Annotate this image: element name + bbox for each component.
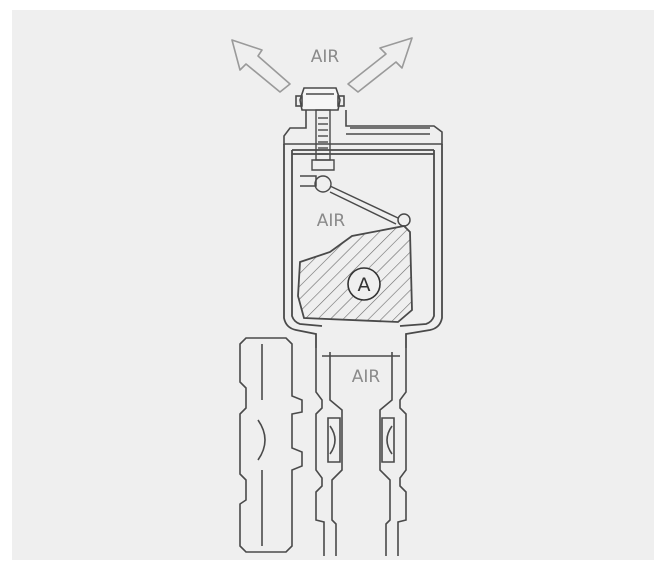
air-exit-arrow-right [347, 37, 413, 93]
air-exit-arrow-left [231, 39, 291, 93]
valve-chamber [283, 144, 443, 348]
valve-stem [315, 348, 407, 556]
float [297, 225, 413, 323]
float-marker-label: A [358, 274, 371, 296]
air-stem-label: AIR [352, 367, 381, 387]
spring-valve [311, 109, 335, 193]
side-nut [239, 337, 303, 553]
float-marker-circle [347, 267, 381, 301]
air-exit-label: AIR [311, 47, 340, 67]
vent-cap [295, 87, 345, 111]
valve-cover [283, 110, 443, 145]
air-chamber-label: AIR [317, 211, 346, 231]
